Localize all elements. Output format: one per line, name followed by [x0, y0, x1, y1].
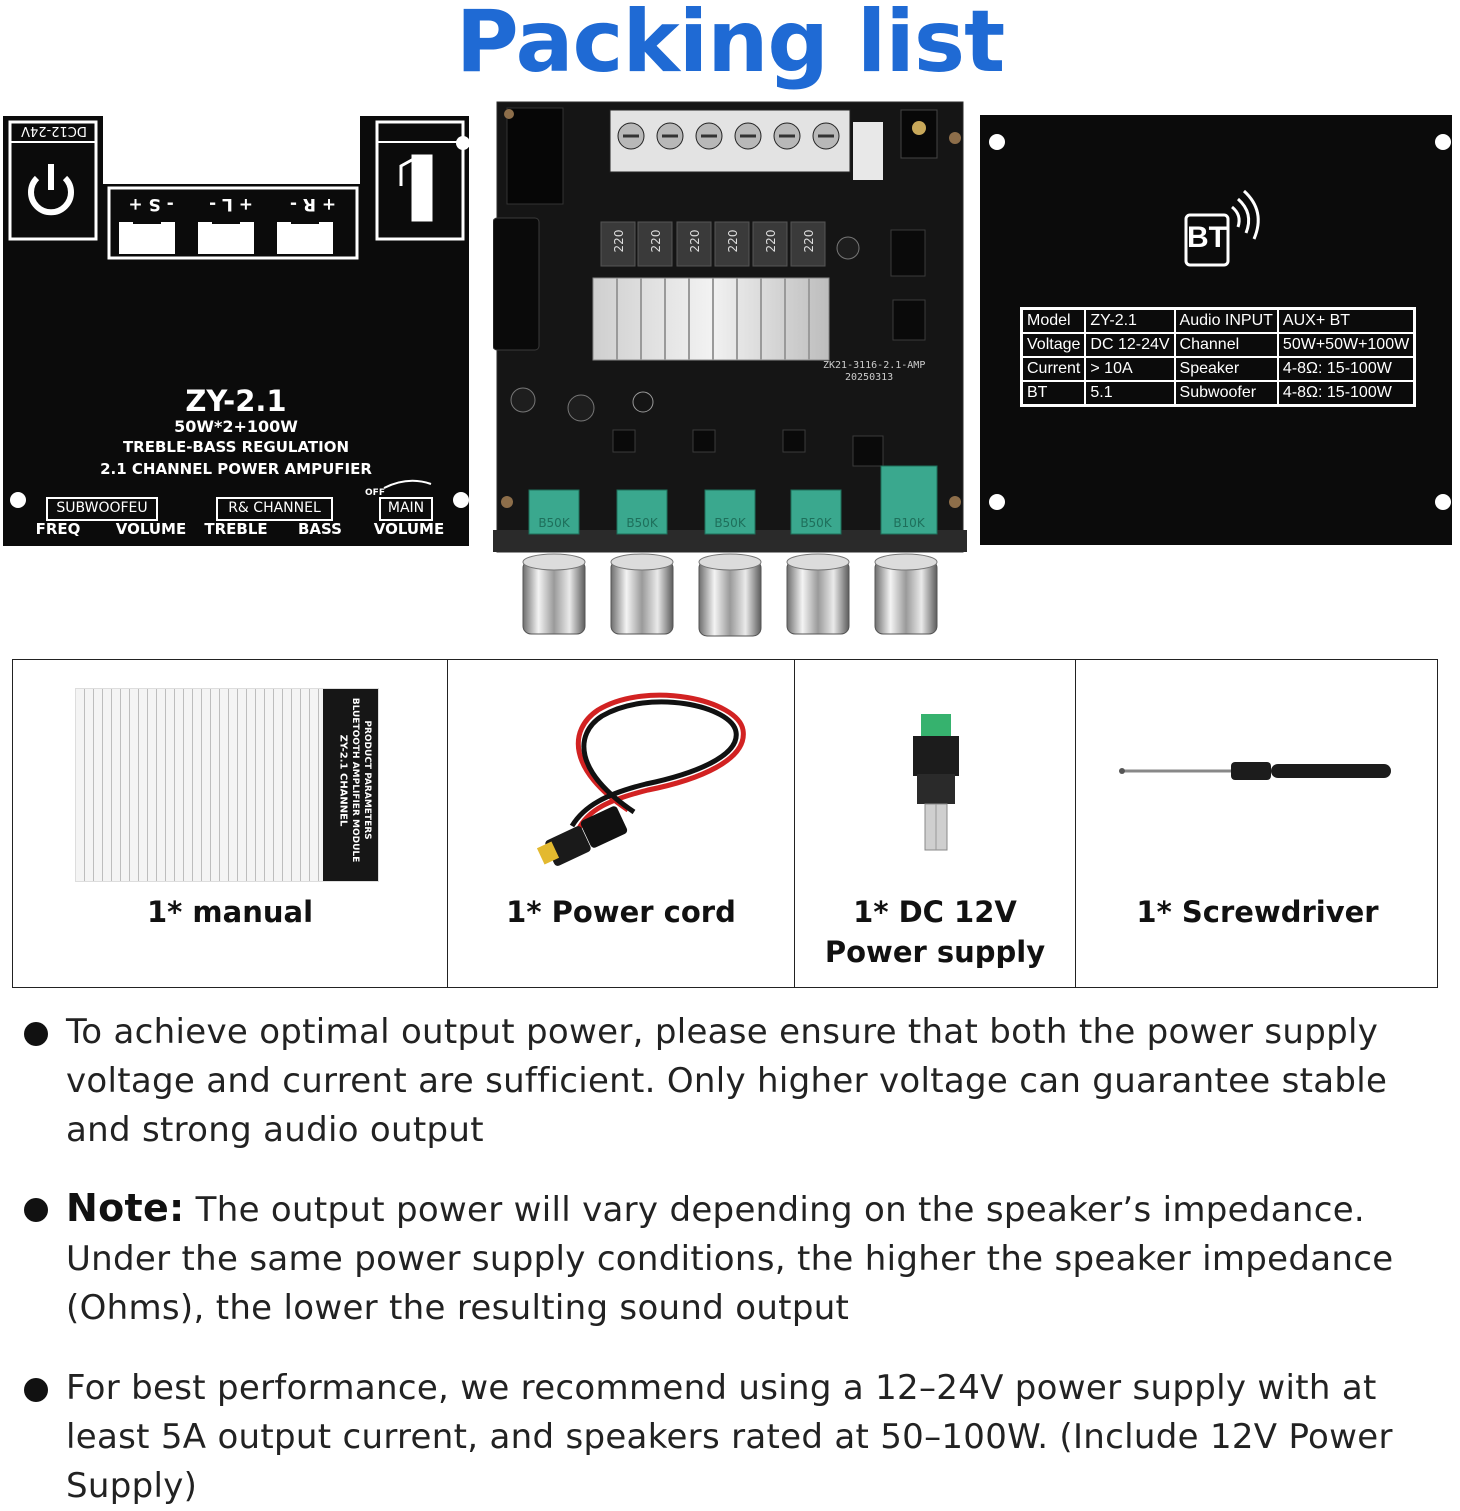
- inductor-label-2: 220: [649, 229, 663, 253]
- inductor-label-5: 220: [764, 229, 778, 253]
- inductor-label-1: 220: [612, 229, 626, 253]
- inductor-label-6: 220: [802, 229, 816, 253]
- pot-label-5: B10K: [893, 516, 925, 530]
- power-icon: [28, 164, 74, 216]
- power-label: DC12-24V: [21, 123, 87, 138]
- spec-cell: Model: [1020, 307, 1087, 334]
- accessories-grid: ZY-2.1 CHANNEL BLUETOOTH AMPLIFIER MODUL…: [12, 659, 1438, 988]
- note-recommendation: For best performance, we recommend using…: [66, 1368, 1393, 1506]
- bluetooth-icon-text: BT: [1187, 221, 1227, 254]
- manual-title: ZY-2.1 CHANNEL: [337, 734, 349, 827]
- accessory-label: 1* DC 12V: [853, 895, 1017, 929]
- knob-label-treble: TREBLE: [204, 520, 268, 538]
- spec-cell: AUX+ BT: [1276, 307, 1416, 334]
- accessory-label: 1* Power cord: [506, 895, 736, 929]
- accessory-manual: ZY-2.1 CHANNEL BLUETOOTH AMPLIFIER MODUL…: [13, 660, 448, 987]
- speaker-label-s: - S +: [128, 194, 174, 214]
- group-channel: R& CHANNEL: [228, 500, 321, 516]
- feature-line-2: 2.1 CHANNEL POWER AMPUFIER: [100, 460, 372, 478]
- spec-cell: 5.1: [1084, 380, 1176, 407]
- group-main: MAIN: [387, 500, 425, 516]
- accessory-label: 1* Screwdriver: [1136, 895, 1379, 929]
- spec-cell: 4-8Ω: 15-100W: [1276, 380, 1416, 407]
- accessory-screwdriver: 1* Screwdriver: [1076, 660, 1439, 987]
- bullet-icon: [24, 1198, 48, 1222]
- inductor-label-4: 220: [726, 229, 740, 253]
- note-optimal-power: To achieve optimal output power, please …: [66, 1012, 1388, 1150]
- knob-label-main-volume: VOLUME: [373, 520, 445, 538]
- amplifier-board: 220 220 220 220 220 220 ZK21-3116-2.1-AM…: [492, 100, 967, 640]
- pot-label-4: B50K: [800, 516, 832, 530]
- note-impedance: Note: The output power will vary dependi…: [66, 1184, 1451, 1333]
- note-impedance-text: The output power will vary depending on …: [66, 1190, 1394, 1328]
- dc-adapter-icon: [913, 714, 959, 851]
- accessory-label: 1* manual: [146, 895, 314, 929]
- spec-table: Model ZY-2.1 Audio INPUT AUX+ BT Voltage…: [1020, 307, 1417, 407]
- board-graphics: [492, 101, 967, 637]
- spec-row: Current > 10A Speaker 4-8Ω: 15-100W: [1020, 356, 1416, 382]
- off-label: OFF: [365, 488, 385, 498]
- spec-cell: BT: [1020, 380, 1087, 407]
- pot-label-3: B50K: [714, 516, 746, 530]
- speaker-label-l: + L -: [209, 194, 253, 214]
- front-panel-diagram: DC12-24V - S + + L - + R - ZY-2.1 50W*2+…: [3, 116, 469, 546]
- power-rating: 50W*2+100W: [174, 417, 298, 436]
- bullet-icon: [24, 1022, 48, 1046]
- back-panel-graphics: [989, 134, 1451, 510]
- spec-cell: > 10A: [1084, 356, 1176, 382]
- manual-subtitle-2: PRODUCT PARAMETERS: [362, 720, 372, 840]
- page-title: Packing list: [455, 0, 1005, 92]
- spec-cell: ZY-2.1: [1084, 307, 1176, 334]
- inductor-label-3: 220: [688, 229, 702, 253]
- audio-jack-icon: [399, 154, 433, 222]
- front-panel-graphics: [8, 116, 469, 521]
- spec-row: Model ZY-2.1 Audio INPUT AUX+ BT: [1020, 307, 1416, 334]
- pot-label-1: B50K: [538, 516, 570, 530]
- spec-row: Voltage DC 12-24V Channel 50W+50W+100W: [1020, 332, 1416, 358]
- feature-line-1: TREBLE-BASS REGULATION: [122, 438, 350, 456]
- knob-label-freq: FREQ: [35, 520, 81, 538]
- back-panel-diagram: BT Model ZY-2.1 Audio INPUT AUX+ BT Volt…: [980, 115, 1452, 545]
- speaker-label-r: + R -: [289, 194, 337, 214]
- spec-cell: Channel: [1173, 332, 1279, 358]
- note-label: Note:: [66, 1186, 185, 1230]
- accessory-label-line-2: Power supply: [824, 935, 1046, 969]
- spec-cell: 4-8Ω: 15-100W: [1276, 356, 1416, 382]
- screwdriver-icon: [1119, 762, 1391, 780]
- spec-cell: Speaker: [1173, 356, 1279, 382]
- spec-cell: Subwoofer: [1173, 380, 1279, 407]
- pcb-model-text: ZK21-3116-2.1-AMP: [823, 360, 926, 371]
- pcb-date-text: 20250313: [845, 372, 894, 383]
- manual-image: ZY-2.1 CHANNEL BLUETOOTH AMPLIFIER MODUL…: [75, 688, 379, 882]
- power-cord-icon: [536, 692, 746, 866]
- spec-cell: Audio INPUT: [1173, 307, 1279, 334]
- spec-cell: Current: [1020, 356, 1087, 382]
- accessory-power-cord: 1* Power cord: [448, 660, 795, 987]
- knob-label-bass: BASS: [298, 520, 342, 538]
- bullet-icon: [24, 1378, 48, 1402]
- pot-label-2: B50K: [626, 516, 658, 530]
- spec-row: BT 5.1 Subwoofer 4-8Ω: 15-100W: [1020, 380, 1416, 407]
- bluetooth-icon: [1184, 189, 1260, 267]
- accessory-dc-adapter: 1* DC 12V Power supply: [795, 660, 1076, 987]
- model-name: ZY-2.1: [185, 384, 287, 418]
- knob-label-sub-volume: VOLUME: [115, 520, 187, 538]
- manual-subtitle: BLUETOOTH AMPLIFIER MODULE: [350, 697, 360, 863]
- spec-cell: DC 12-24V: [1084, 332, 1176, 358]
- spec-cell: 50W+50W+100W: [1276, 332, 1416, 358]
- spec-cell: Voltage: [1020, 332, 1087, 358]
- group-subwoofer: SUBWOOFEU: [56, 500, 148, 516]
